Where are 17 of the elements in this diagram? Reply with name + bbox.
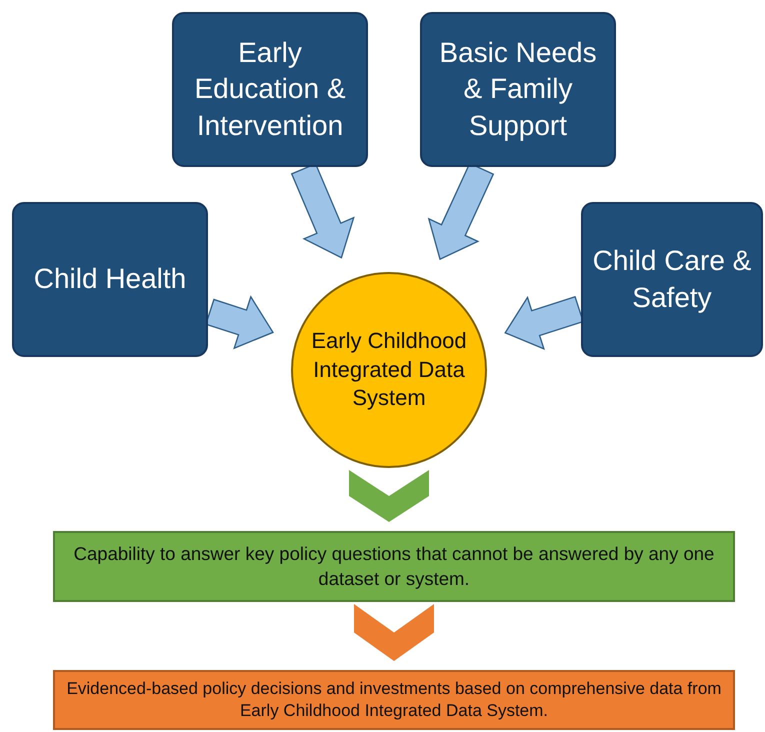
arrow	[205, 295, 274, 350]
node-label: Early Childhood Integrated Data System	[310, 327, 468, 412]
node-label: Basic Needs & Family Support	[438, 36, 598, 143]
result-box	[53, 531, 735, 602]
outcome-box	[53, 670, 735, 730]
node-label: Child Care & Safety	[592, 244, 752, 315]
node-label: Child Health	[32, 262, 188, 296]
node-label: Early Education & Intervention	[194, 36, 346, 143]
arrow	[354, 604, 434, 661]
arrow	[349, 470, 429, 522]
node-label: Evidenced-based policy decisions and investments based on comprehensive data from Early Childhood Integrated Data System.	[66, 678, 722, 722]
arrow	[504, 296, 584, 350]
category-box	[420, 12, 616, 167]
category-box	[12, 202, 208, 357]
category-box	[172, 12, 368, 167]
category-box	[581, 202, 763, 357]
node-label: Capability to answer key policy questions that cannot be answered by any one dataset or system.	[72, 542, 716, 591]
